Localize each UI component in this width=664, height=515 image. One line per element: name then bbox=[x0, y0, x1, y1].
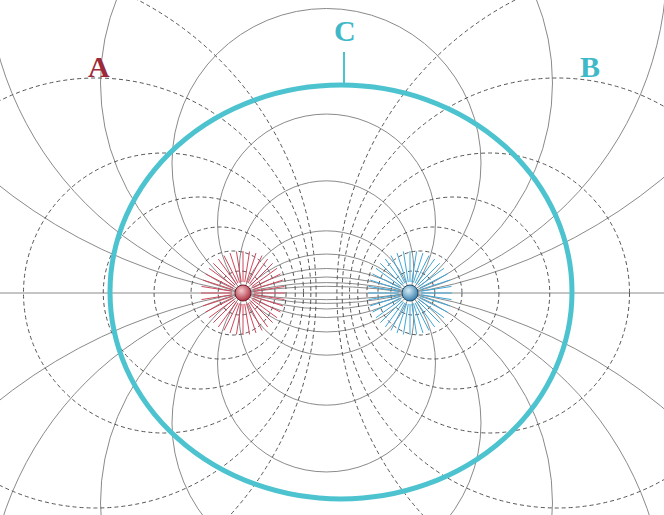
charge-radial bbox=[421, 293, 452, 294]
equipotential-line bbox=[103, 197, 295, 389]
region-label: A bbox=[88, 52, 110, 82]
charge-radial bbox=[202, 295, 233, 300]
charge-radial bbox=[253, 296, 282, 306]
charge-radial bbox=[253, 274, 281, 288]
field-line bbox=[218, 114, 436, 332]
charge-radial bbox=[236, 252, 241, 283]
charge-radial bbox=[370, 296, 399, 306]
field-line bbox=[239, 231, 413, 405]
charge-radial bbox=[373, 298, 401, 312]
charge-radial bbox=[403, 252, 408, 283]
equipotential-line bbox=[350, 153, 630, 433]
charge-radial bbox=[391, 256, 405, 284]
charge-radial bbox=[421, 286, 452, 291]
charge-radial bbox=[245, 304, 250, 335]
charge-radial bbox=[246, 253, 256, 282]
field-line bbox=[0, 293, 664, 294]
charge-radial bbox=[421, 295, 452, 300]
charge-radial bbox=[370, 280, 399, 290]
charge-radial bbox=[410, 251, 411, 282]
leader-line bbox=[343, 52, 345, 84]
field-line bbox=[0, 286, 664, 515]
charge-radial bbox=[420, 296, 449, 306]
charge-radial bbox=[410, 304, 411, 335]
charge-radial bbox=[420, 280, 449, 290]
charge-radial bbox=[413, 303, 423, 332]
equipotential-line bbox=[337, 0, 664, 515]
charge-radial bbox=[254, 295, 285, 300]
negative-charge bbox=[402, 285, 418, 301]
equipotential-line bbox=[358, 197, 550, 389]
charge-radial bbox=[245, 252, 250, 283]
charge-radial bbox=[224, 256, 238, 284]
charge-radial bbox=[230, 303, 240, 332]
charge-radial bbox=[420, 274, 448, 288]
region-label: B bbox=[580, 52, 600, 82]
charge-radial bbox=[246, 303, 256, 332]
charge-radial bbox=[203, 296, 232, 306]
charge-radial bbox=[201, 293, 232, 294]
charge-radial bbox=[254, 293, 285, 294]
charge-radial bbox=[415, 303, 429, 331]
charge-radial bbox=[243, 304, 244, 335]
equipotential-line bbox=[0, 78, 311, 508]
charge-radial bbox=[248, 303, 262, 331]
charge-radial bbox=[413, 253, 423, 282]
charge-radials bbox=[201, 251, 452, 335]
charge-radial bbox=[253, 280, 282, 290]
charge-radial bbox=[412, 304, 417, 335]
charge-radial bbox=[368, 293, 399, 294]
charge-radial bbox=[397, 303, 407, 332]
charge-radial bbox=[397, 253, 407, 282]
charge-radial bbox=[243, 251, 244, 282]
charge-radial bbox=[236, 304, 241, 335]
equipotential-line bbox=[0, 0, 316, 515]
field-line bbox=[0, 283, 664, 515]
field-line bbox=[0, 0, 664, 300]
charge-radial bbox=[203, 280, 232, 290]
field-line bbox=[172, 8, 481, 317]
charge-radial bbox=[412, 252, 417, 283]
field-line bbox=[101, 277, 553, 515]
equipotential-line bbox=[367, 227, 499, 359]
charge-radial bbox=[369, 286, 400, 291]
charge-radial bbox=[403, 304, 408, 335]
charge-radial bbox=[254, 286, 285, 291]
positive-charge bbox=[235, 285, 251, 301]
field-line bbox=[172, 268, 481, 515]
surface-label: C bbox=[334, 16, 356, 46]
charge-radial bbox=[369, 295, 400, 300]
charge-radial bbox=[230, 253, 240, 282]
equipotential-line bbox=[23, 153, 303, 433]
surface-c bbox=[110, 85, 572, 499]
field-line bbox=[0, 0, 664, 303]
charge-radial bbox=[206, 298, 234, 312]
equipotential-line bbox=[154, 227, 286, 359]
charge-radial bbox=[202, 286, 233, 291]
